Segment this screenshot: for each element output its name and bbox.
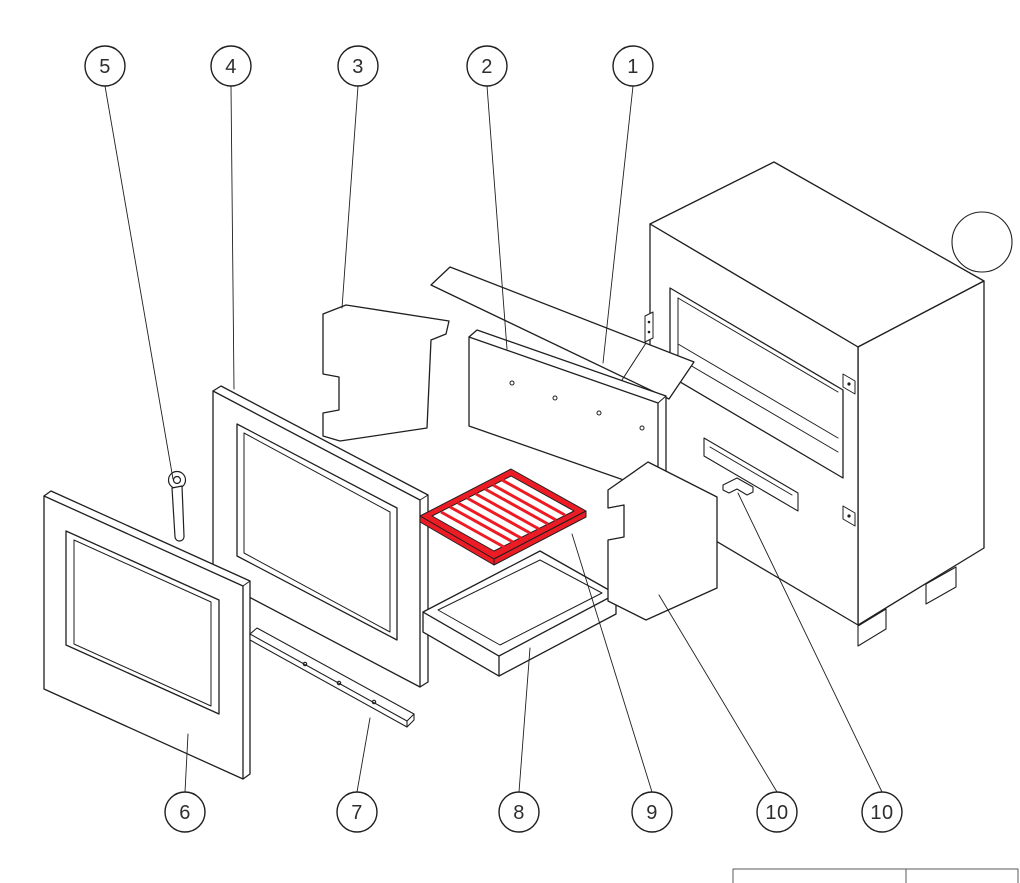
hinge-plate xyxy=(644,311,654,343)
part-side-panel-left xyxy=(322,304,450,442)
inner-door-window xyxy=(236,423,398,641)
balloon-label: 7 xyxy=(351,802,363,824)
balloon-label: 3 xyxy=(352,56,364,78)
leader-line-4 xyxy=(230,85,235,390)
tray-inner-rim xyxy=(437,559,603,646)
part-base-tray xyxy=(422,550,617,677)
rear-panel-holes xyxy=(509,380,645,431)
latch-shaft xyxy=(171,485,185,542)
balloon-10a: 10 xyxy=(756,791,798,833)
grate-depth-right xyxy=(493,510,587,566)
balloon-label: 9 xyxy=(646,802,658,824)
leader-line-10a xyxy=(658,594,778,793)
balloon-1: 1 xyxy=(612,45,654,87)
baffle-fold-line xyxy=(621,342,647,381)
balloon-circle xyxy=(210,45,252,87)
balloon-label: 6 xyxy=(179,802,191,824)
rear-panel-corner-edge xyxy=(657,395,667,404)
leader-line-3 xyxy=(341,85,359,309)
grate-slats xyxy=(440,478,566,549)
title-block-partial xyxy=(732,868,1019,883)
leader-line-8 xyxy=(518,647,531,793)
body-foot-left xyxy=(857,608,887,647)
balloon-3: 3 xyxy=(337,45,379,87)
part-trim-strip xyxy=(249,627,415,728)
ash-slot-inner-line xyxy=(709,446,793,496)
linework: 5 4 3 2 1 xyxy=(43,45,1019,883)
outer-panel-window xyxy=(65,530,220,715)
leader-line-6 xyxy=(184,733,189,793)
balloon-label: 10 xyxy=(765,802,788,824)
balloon-4: 4 xyxy=(210,45,252,87)
balloon-label: 4 xyxy=(225,56,237,78)
trim-strip-hole xyxy=(336,680,342,686)
balloon-circle xyxy=(498,791,540,833)
part-handle-bracket xyxy=(722,477,754,496)
leader-line-5 xyxy=(104,85,174,480)
part-side-panel-right xyxy=(607,461,718,621)
balloon-5: 5 xyxy=(84,45,126,87)
hinge-pin-top xyxy=(847,382,851,386)
balloon-label: 5 xyxy=(99,56,111,78)
balloon-label: 10 xyxy=(870,802,893,824)
part-latch-handle xyxy=(167,470,187,542)
latch-ring-inner xyxy=(172,475,182,485)
balloon-circle xyxy=(466,45,508,87)
balloon-circle xyxy=(612,45,654,87)
balloon-circle xyxy=(861,791,903,833)
balloon-8: 8 xyxy=(498,791,540,833)
trim-strip-end-edge xyxy=(406,713,415,722)
ash-slot xyxy=(703,437,799,512)
balloon-circle xyxy=(336,791,378,833)
leader-line-7 xyxy=(356,717,371,793)
balloon-label: 8 xyxy=(513,802,525,824)
balloon-circle xyxy=(756,791,798,833)
balloon-circle xyxy=(84,45,126,87)
balloon-2: 2 xyxy=(466,45,508,87)
leader-line-1 xyxy=(602,85,634,364)
grate-depth-left xyxy=(419,515,495,566)
hinge-pin-bottom xyxy=(847,514,851,518)
flue-collar xyxy=(951,211,1013,273)
balloon-label: 2 xyxy=(481,56,493,78)
tray-outer xyxy=(422,550,617,677)
trim-strip-hole xyxy=(371,699,377,705)
balloon-10b: 10 xyxy=(861,791,903,833)
baffle-outline xyxy=(430,266,695,400)
outer-panel-corner-edge xyxy=(242,580,251,587)
balloon-9: 9 xyxy=(631,791,673,833)
inner-door-window-inner-line xyxy=(243,432,391,633)
part-stove-body xyxy=(644,161,1013,647)
balloon-circle xyxy=(631,791,673,833)
outer-panel-window-inner-line xyxy=(73,539,212,707)
title-block-border xyxy=(732,868,1019,883)
part-grate-highlighted xyxy=(419,468,587,566)
balloon-circle xyxy=(337,45,379,87)
leader-line-10b xyxy=(737,492,883,793)
balloon-label: 1 xyxy=(627,56,639,78)
leader-line-2 xyxy=(486,85,508,350)
body-foot-right xyxy=(925,566,957,605)
balloon-6: 6 xyxy=(164,791,206,833)
balloon-7: 7 xyxy=(336,791,378,833)
firebox-opening xyxy=(669,287,844,479)
leader-lines xyxy=(104,85,883,793)
balloons: 5 4 3 2 1 xyxy=(84,45,903,833)
trim-strip-hole xyxy=(302,661,308,667)
hinge-tabs xyxy=(842,373,856,527)
balloon-circle xyxy=(164,791,206,833)
part-outer-door-panel xyxy=(43,490,251,780)
leader-line-9 xyxy=(571,533,653,793)
inner-door-corner-edge xyxy=(419,494,429,501)
part-inner-door xyxy=(212,385,429,688)
part-top-baffle xyxy=(430,266,695,400)
